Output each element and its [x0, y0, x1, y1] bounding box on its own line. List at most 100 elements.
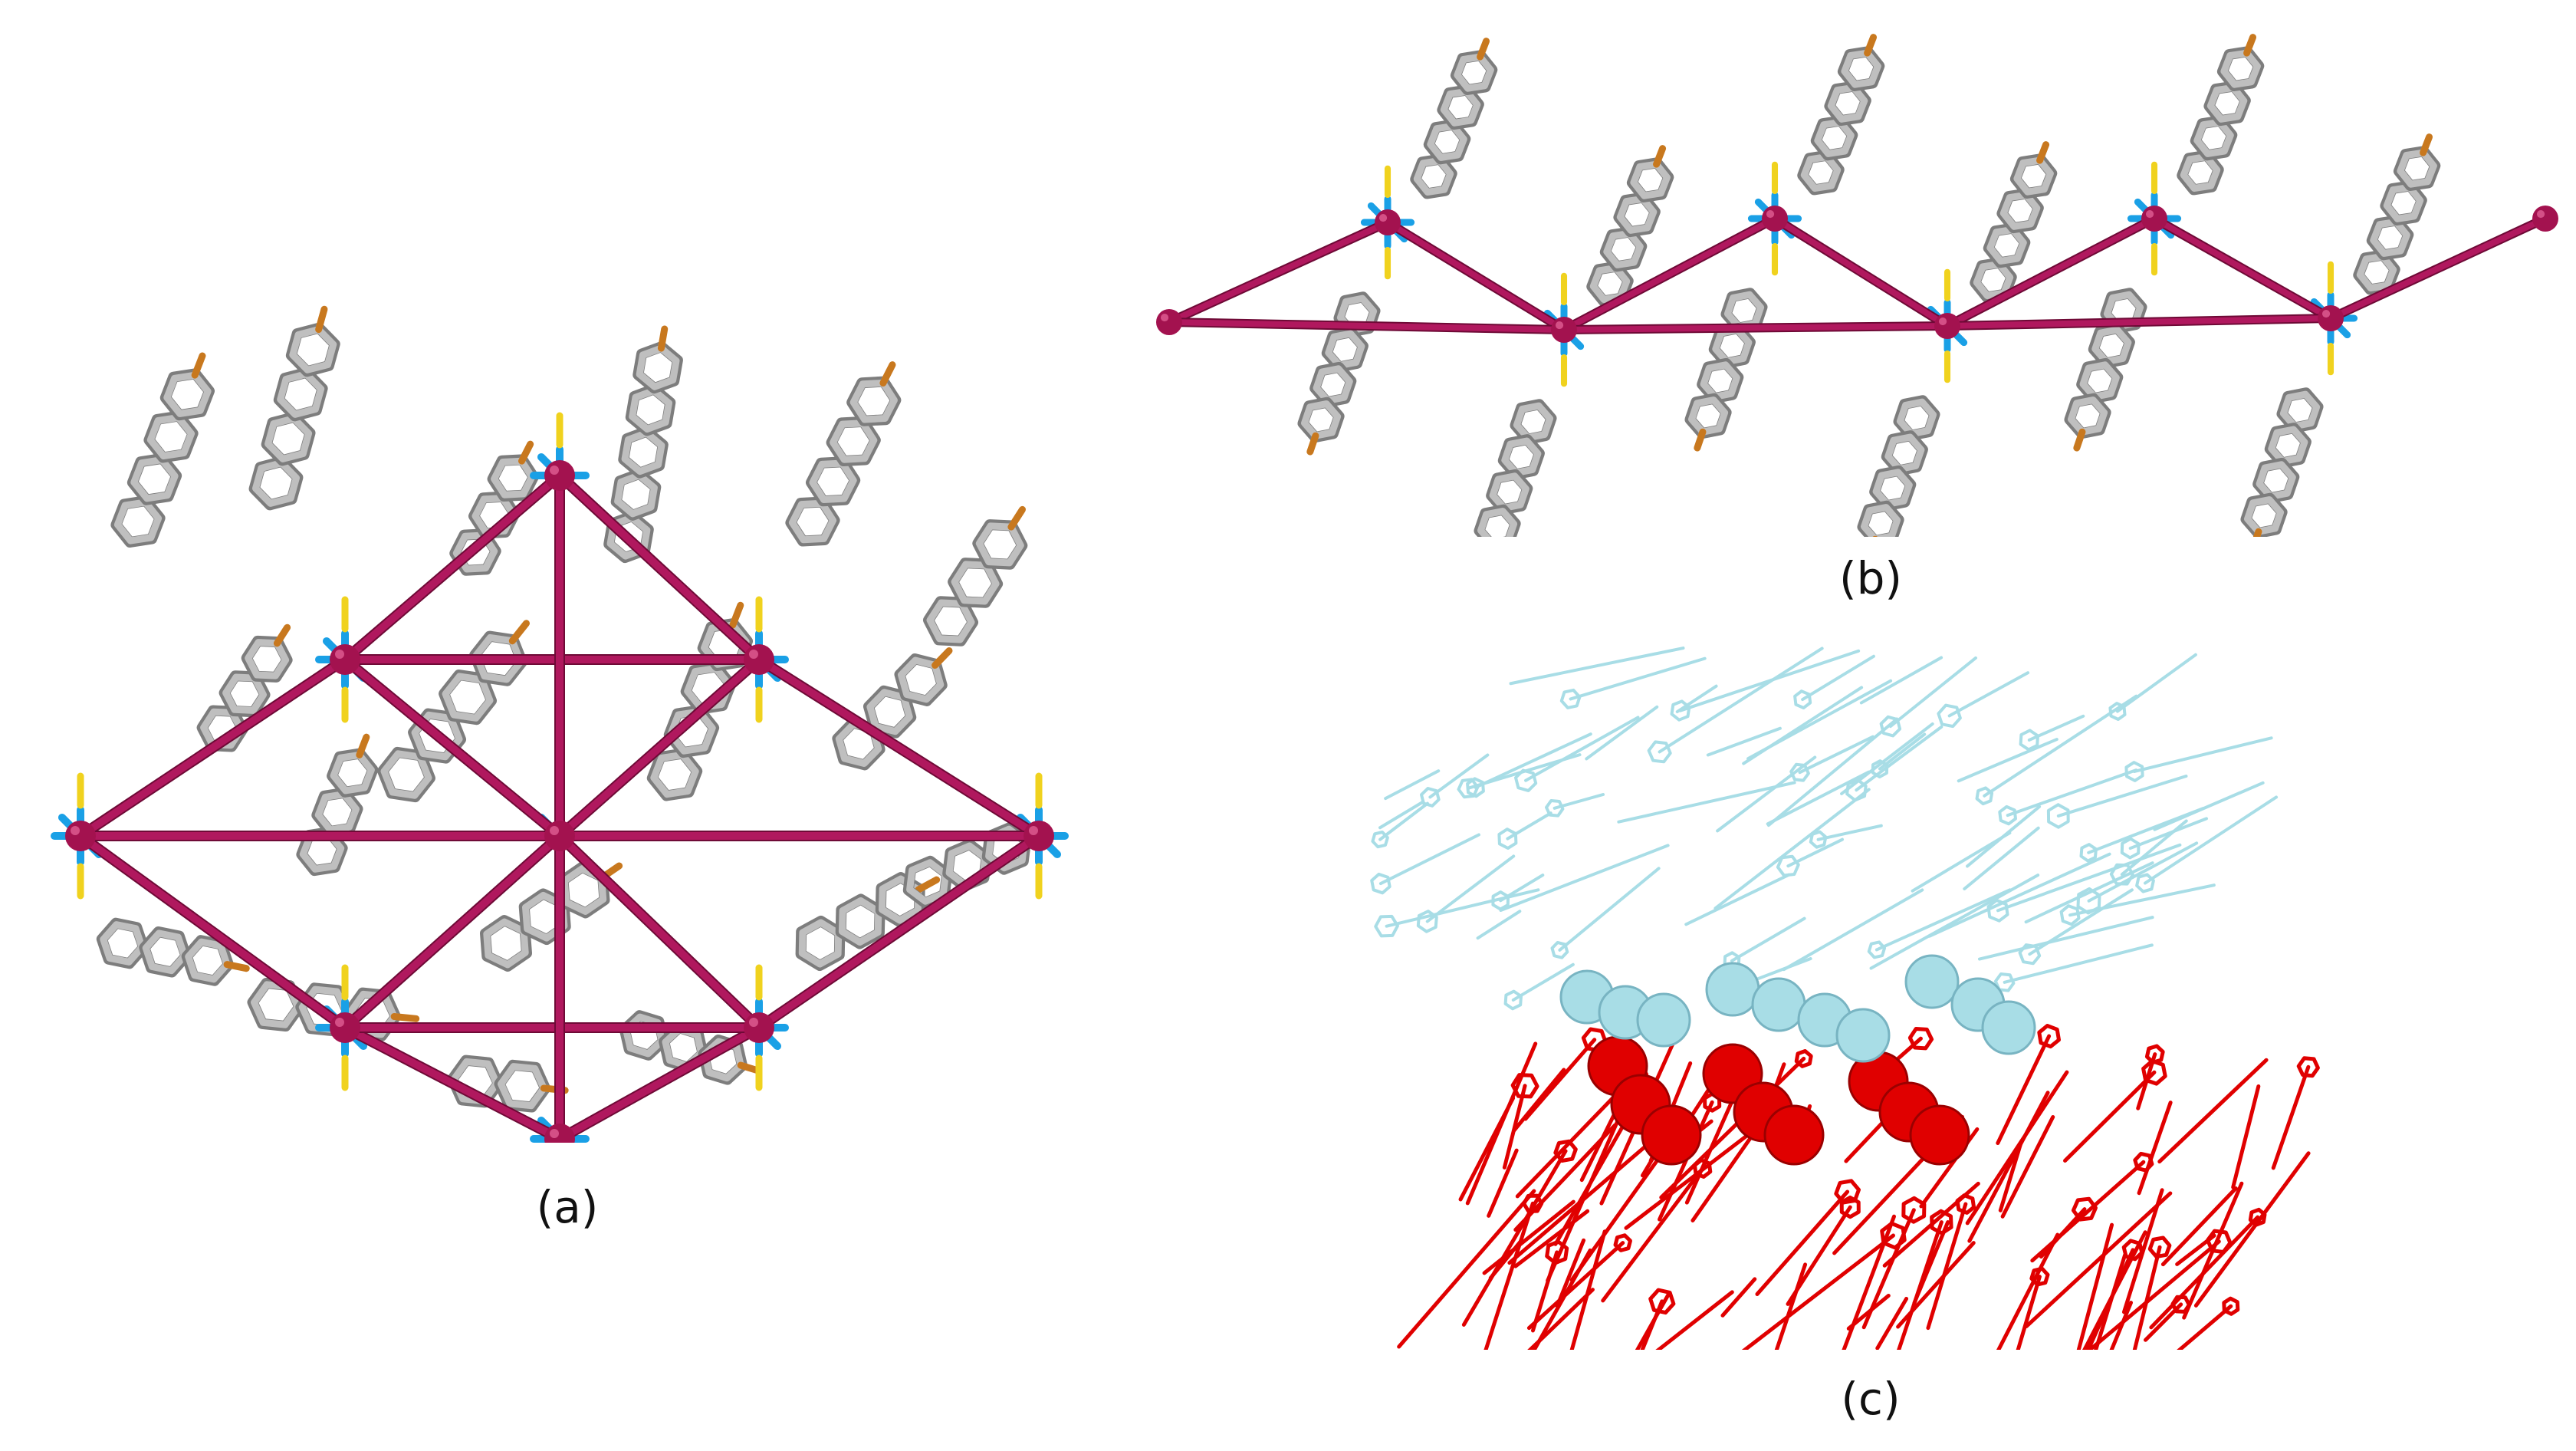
- top-layer-bond: [2087, 807, 2205, 854]
- metal-node: [2532, 206, 2558, 232]
- network-link: [556, 832, 763, 1031]
- top-layer-ring: [1776, 854, 1800, 877]
- halogen-tip: [2243, 34, 2257, 57]
- top-layer-bond: [1524, 716, 1640, 782]
- top-spacefill-atom: [1705, 962, 1760, 1017]
- top-layer-bond: [1983, 694, 2138, 798]
- bottom-layer-bond: [2271, 1064, 2311, 1170]
- top-layer-bond: [1963, 826, 2040, 890]
- ligand-ring: [650, 751, 699, 798]
- top-layer-bond: [2003, 943, 2154, 984]
- top-layer-bond: [2128, 817, 2208, 851]
- metal-node-highlight: [550, 826, 559, 835]
- metal-node: [1762, 206, 1788, 232]
- top-spacefill-atom: [1981, 1000, 2036, 1055]
- bottom-layer-bond: [1555, 1238, 1586, 1308]
- ligand-ring: [2091, 326, 2132, 366]
- metal-node-highlight: [749, 650, 758, 659]
- top-layer-ring: [1647, 740, 1672, 764]
- metal-node-highlight: [1555, 321, 1564, 330]
- network-link: [2328, 216, 2548, 321]
- top-layer-ring: [1867, 940, 1887, 959]
- metal-node-highlight: [335, 1018, 344, 1027]
- ligand-ring: [2206, 84, 2248, 123]
- top-layer-bond: [1678, 649, 1861, 712]
- top-layer-bond: [1378, 801, 1429, 841]
- metal-node: [65, 821, 96, 851]
- metal-node-highlight: [749, 1018, 758, 1027]
- ligand-ring: [252, 459, 300, 507]
- network-link: [341, 656, 564, 840]
- network-link: [341, 1024, 564, 1143]
- bottom-layer-bond: [2193, 1151, 2311, 1308]
- network-link: [1166, 319, 1567, 333]
- bottom-layer-ring: [2222, 1296, 2240, 1316]
- bottom-layer-ring: [1613, 1233, 1632, 1252]
- bottom-layer-ring: [1794, 1049, 1813, 1068]
- bottom-layer-ring: [2141, 1059, 2167, 1086]
- bottom-layer-bond: [1569, 1229, 1607, 1350]
- ligand-ring: [1700, 361, 1740, 400]
- top-layer-ring: [1545, 799, 1565, 818]
- panel-c-bottom-layer: [1397, 1024, 2320, 1350]
- ligand-ring: [2268, 426, 2308, 466]
- top-layer-bond: [1742, 686, 1864, 765]
- bottom-layer-bond: [2086, 1248, 2135, 1350]
- top-layer-bond: [1658, 647, 1824, 754]
- bottom-layer-bond: [2136, 1052, 2157, 1110]
- ligand-ring: [380, 750, 432, 799]
- ligand-ring: [314, 791, 360, 834]
- panel-b-ligands: [1297, 34, 2441, 537]
- halogen-tip: [518, 440, 534, 465]
- bottom-spacefill-atom: [1763, 1104, 1825, 1166]
- top-layer-bond: [1977, 916, 2154, 961]
- metal-node-highlight: [2321, 309, 2331, 318]
- ligand-ring: [130, 456, 179, 502]
- ligand-ring: [667, 708, 716, 755]
- ligand-ring: [277, 370, 325, 418]
- bottom-layer-ring: [2296, 1056, 2320, 1078]
- ligand-ring: [1477, 508, 1518, 537]
- top-layer-ring: [1374, 914, 1399, 938]
- top-layer-ring: [1975, 786, 1994, 806]
- ligand-ring: [560, 865, 607, 915]
- bottom-layer-ring: [2206, 1229, 2233, 1254]
- panel-c-spacefill-interface: [1559, 954, 2036, 1166]
- ligand-ring: [2383, 183, 2424, 222]
- network-link: [341, 472, 564, 663]
- top-layer-bond: [2056, 775, 2188, 818]
- top-spacefill-atom: [1904, 954, 1960, 1009]
- halogen-tip: [1653, 145, 1667, 168]
- bottom-layer-bond: [1996, 1232, 2060, 1350]
- bottom-layer-bond: [2132, 1245, 2162, 1350]
- ligand-ring: [264, 415, 313, 462]
- bottom-layer-bond: [2177, 1304, 2233, 1350]
- bottom-layer-bond: [1461, 1149, 1568, 1327]
- halogen-tip: [356, 733, 370, 758]
- top-layer-bond: [1499, 844, 1670, 912]
- bottom-layer-bond: [1465, 1041, 1538, 1206]
- top-layer-bond: [1875, 888, 2012, 952]
- bottom-layer-bond: [1484, 1201, 1535, 1350]
- metal-node: [2318, 305, 2344, 331]
- ligand-ring: [185, 938, 231, 983]
- halogen-tip: [915, 876, 941, 893]
- bottom-layer-bond: [2157, 1058, 2269, 1164]
- ligand-ring: [1861, 504, 1901, 537]
- ligand-ring: [788, 499, 837, 544]
- top-layer-bond: [1558, 867, 1661, 952]
- panel-a-network-links: [75, 470, 1044, 1143]
- top-layer-bond: [1996, 843, 2182, 913]
- metal-node: [744, 644, 774, 675]
- top-layer-bond: [1684, 873, 1791, 926]
- network-link: [1385, 219, 1567, 333]
- bottom-layer-bond: [1512, 1068, 1566, 1133]
- top-layer-bond: [2115, 653, 2197, 713]
- network-link: [1166, 219, 1391, 325]
- bottom-layer-bond: [1926, 1202, 1968, 1331]
- ligand-ring: [879, 875, 922, 924]
- metal-node: [544, 1124, 575, 1143]
- bottom-spacefill-atom: [1909, 1104, 1970, 1166]
- ligand-ring: [163, 371, 212, 417]
- ligand-ring: [2244, 496, 2285, 535]
